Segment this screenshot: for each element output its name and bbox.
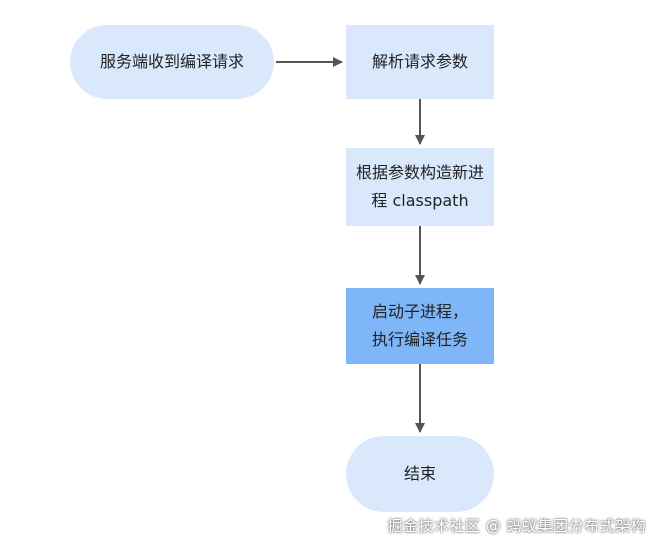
end-node-label: 结束: [403, 464, 436, 483]
launch-subprocess-node: 启动子进程， 执行编译任务: [346, 288, 494, 364]
parse-params-node: 解析请求参数: [346, 25, 494, 99]
start-node-label: 服务端收到编译请求: [99, 52, 244, 71]
source-watermark: 掘金技术社区 @ 蚂蚁集团分布式架构: [387, 517, 646, 535]
end-node: 结束: [346, 436, 494, 512]
launch-subprocess-label-line1: 启动子进程，: [371, 302, 468, 321]
build-classpath-label-line2: 程 classpath: [371, 191, 469, 210]
parse-params-label: 解析请求参数: [371, 52, 468, 71]
start-node: 服务端收到编译请求: [70, 25, 274, 99]
build-classpath-label-line1: 根据参数构造新进: [355, 163, 484, 182]
build-classpath-node: 根据参数构造新进 程 classpath: [346, 148, 494, 226]
launch-subprocess-label-line2: 执行编译任务: [371, 330, 468, 349]
